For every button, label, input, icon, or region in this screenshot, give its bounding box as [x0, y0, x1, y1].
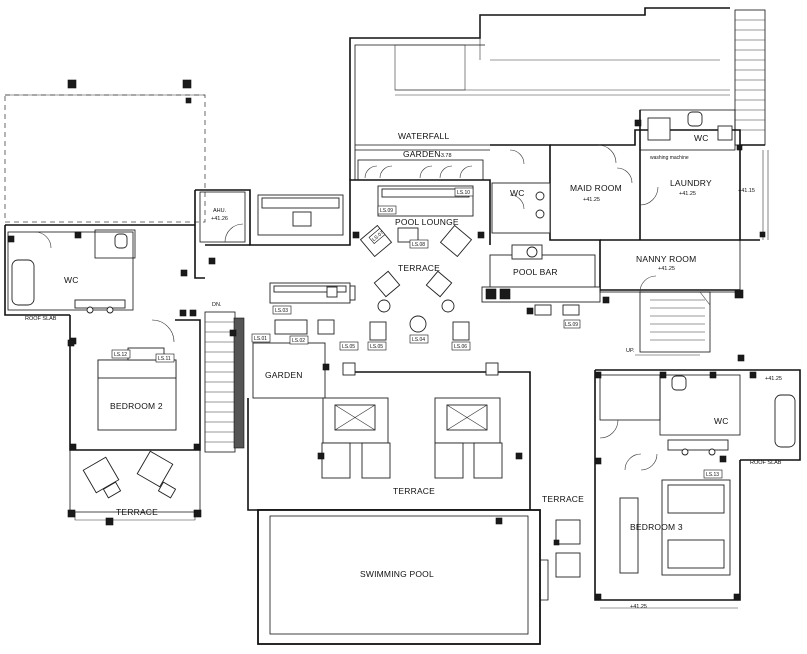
- tag-ls05-b: LS.05: [342, 344, 355, 350]
- label-wc-center: WC: [510, 188, 525, 198]
- right-stair: [635, 291, 745, 362]
- label-waterfall: WATERFALL: [398, 131, 449, 141]
- label-level-right-top: +41.25: [765, 376, 782, 382]
- tag-ls13: LS.13: [706, 472, 719, 478]
- label-swimming-pool: SWIMMING POOL: [360, 569, 434, 579]
- label-terrace-pool: TERRACE: [393, 486, 435, 496]
- label-nanny-room-level: +41.25: [658, 266, 675, 272]
- pool-bar: [481, 149, 601, 316]
- pool-terrace: [247, 362, 531, 511]
- label-pool-bar: POOL BAR: [513, 267, 558, 277]
- wc-left: [7, 229, 197, 317]
- terrace-right: [553, 519, 581, 578]
- label-wc-top-right: WC: [694, 133, 709, 143]
- label-bedroom-2: BEDROOM 2: [110, 401, 163, 411]
- label-terrace-right: TERRACE: [542, 494, 584, 504]
- tag-ls11: LS.11: [158, 356, 171, 362]
- top-stair: [734, 9, 766, 146]
- label-wc-left: WC: [64, 275, 79, 285]
- label-roof-slab-left: ROOF SLAB: [25, 316, 57, 322]
- label-garden-top-level: -3.78: [439, 153, 452, 159]
- terrace-furniture: [252, 270, 470, 399]
- label-up: UP.: [626, 348, 635, 354]
- label-level-east: +41.15: [738, 188, 755, 194]
- tag-ls04: LS.04: [412, 337, 425, 343]
- label-ahu-level: +41.26: [211, 216, 228, 222]
- bedroom-2: [69, 315, 201, 451]
- swimming-pool: [257, 509, 549, 645]
- central-stair: [204, 311, 245, 453]
- pergola-outline: [4, 79, 206, 223]
- label-terrace-left: TERRACE: [116, 507, 158, 517]
- label-nanny-room: NANNY ROOM: [636, 254, 696, 264]
- ls-tags: LS.01 LS.02 LS.03 LS.04 LS.05 LS.06 LS.0…: [111, 187, 723, 479]
- tag-ls10: LS.10: [457, 190, 470, 196]
- garden-doors: [357, 159, 484, 181]
- tag-ls02: LS.02: [292, 338, 305, 344]
- label-washing-machine: washing machine: [650, 155, 689, 161]
- tag-ls12: LS.12: [114, 352, 127, 358]
- tag-ls06: LS.06: [454, 344, 467, 350]
- label-pool-lounge: POOL LOUNGE: [395, 217, 459, 227]
- label-maid-room: MAID ROOM: [570, 183, 622, 193]
- label-level-bedroom3: +41.25: [630, 604, 647, 610]
- label-maid-room-level: +41.25: [583, 197, 600, 203]
- terrace-left: [67, 450, 202, 526]
- bedroom-3-wing: [594, 369, 801, 609]
- label-laundry: LAUNDRY: [670, 178, 712, 188]
- tag-ls01: LS.01: [254, 336, 267, 342]
- tag-ls09: LS.09: [565, 322, 578, 328]
- label-laundry-level: +41.25: [679, 191, 696, 197]
- label-roof-slab-right: ROOF SLAB: [750, 460, 782, 466]
- label-garden-mid: GARDEN: [265, 370, 303, 380]
- tag-ls09-lounge: LS.09: [380, 208, 393, 214]
- tag-ls08: LS.08: [412, 242, 425, 248]
- service-rooms: [597, 109, 769, 240]
- label-dn: DN.: [212, 302, 222, 308]
- label-terrace-main: TERRACE: [398, 263, 440, 273]
- columns: [67, 119, 642, 347]
- label-bedroom-3: BEDROOM 3: [630, 522, 683, 532]
- label-garden-top: GARDEN: [403, 149, 441, 159]
- ahu-room: [199, 191, 246, 243]
- label-ahu: AHU.: [213, 208, 227, 214]
- tag-ls03: LS.03: [275, 308, 288, 314]
- label-wc-right: WC: [714, 416, 729, 426]
- tag-ls05: LS.05: [370, 344, 383, 350]
